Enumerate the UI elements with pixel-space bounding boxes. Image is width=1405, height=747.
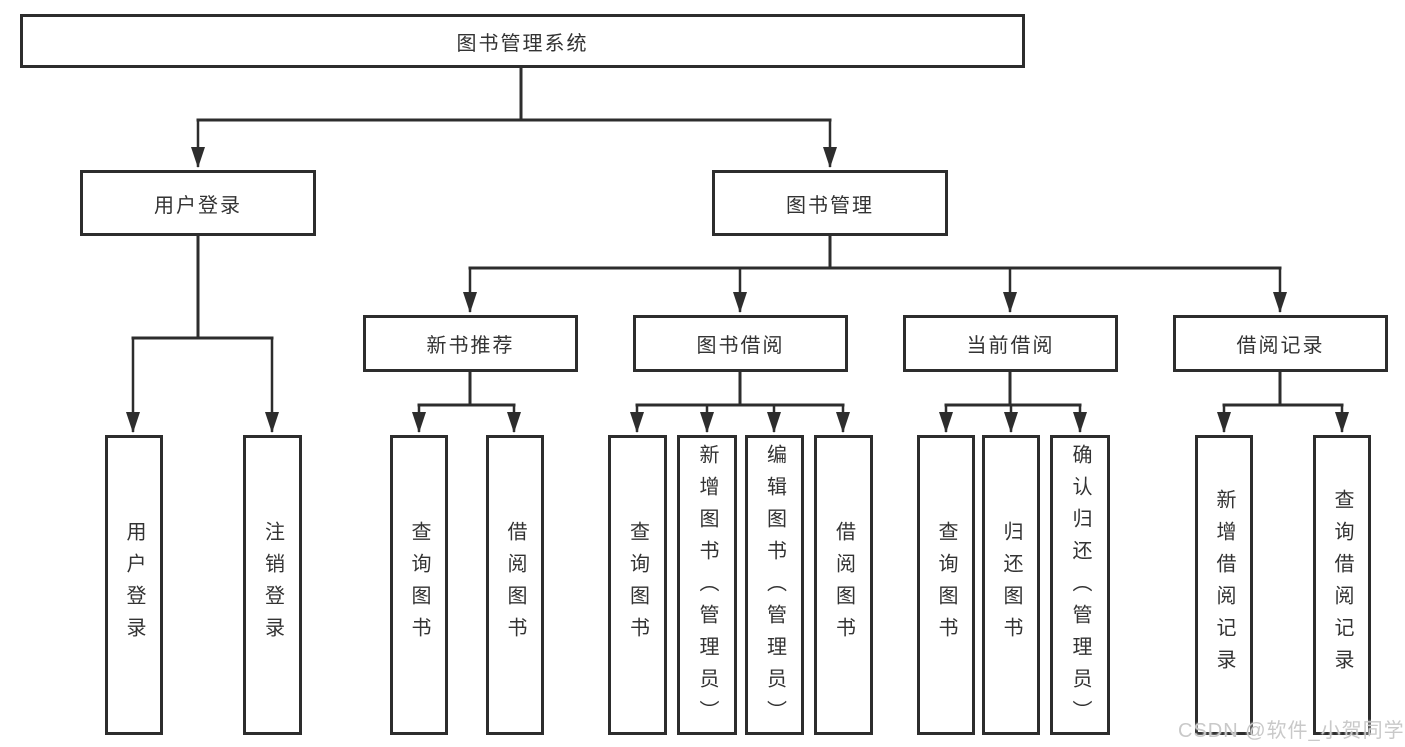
leaf-borrowing-query-book: 查询图书 xyxy=(608,435,667,735)
node-user-login: 用户登录 xyxy=(80,170,316,236)
leaf-current-confirm-return-admin: 确认归还（管理员） xyxy=(1050,435,1110,735)
leaf-records-query-record: 查询借阅记录 xyxy=(1313,435,1371,735)
leaf-newbooks-borrow-book: 借阅图书 xyxy=(486,435,544,735)
leaf-current-return-book: 归还图书 xyxy=(982,435,1040,735)
leaf-borrowing-borrow-book: 借阅图书 xyxy=(814,435,873,735)
leaf-borrowing-add-book-admin: 新增图书（管理员） xyxy=(677,435,737,735)
csdn-watermark: CSDN @软件_小贺同学 xyxy=(1178,720,1405,742)
node-current-borrowing: 当前借阅 xyxy=(903,315,1118,372)
tree-arrows xyxy=(126,120,1349,433)
tree-branch-bars xyxy=(131,66,1344,407)
leaf-records-add-record: 新增借阅记录 xyxy=(1195,435,1253,735)
node-book-borrowing: 图书借阅 xyxy=(633,315,848,372)
leaf-user-login: 用户登录 xyxy=(105,435,163,735)
node-borrow-records: 借阅记录 xyxy=(1173,315,1388,372)
node-book-management: 图书管理 xyxy=(712,170,948,236)
leaf-logout: 注销登录 xyxy=(243,435,302,735)
leaf-newbooks-query-book: 查询图书 xyxy=(390,435,448,735)
leaf-current-query-book: 查询图书 xyxy=(917,435,975,735)
leaf-borrowing-edit-book-admin: 编辑图书（管理员） xyxy=(745,435,804,735)
node-new-book-recommend: 新书推荐 xyxy=(363,315,578,372)
node-root-library-system: 图书管理系统 xyxy=(20,14,1025,68)
